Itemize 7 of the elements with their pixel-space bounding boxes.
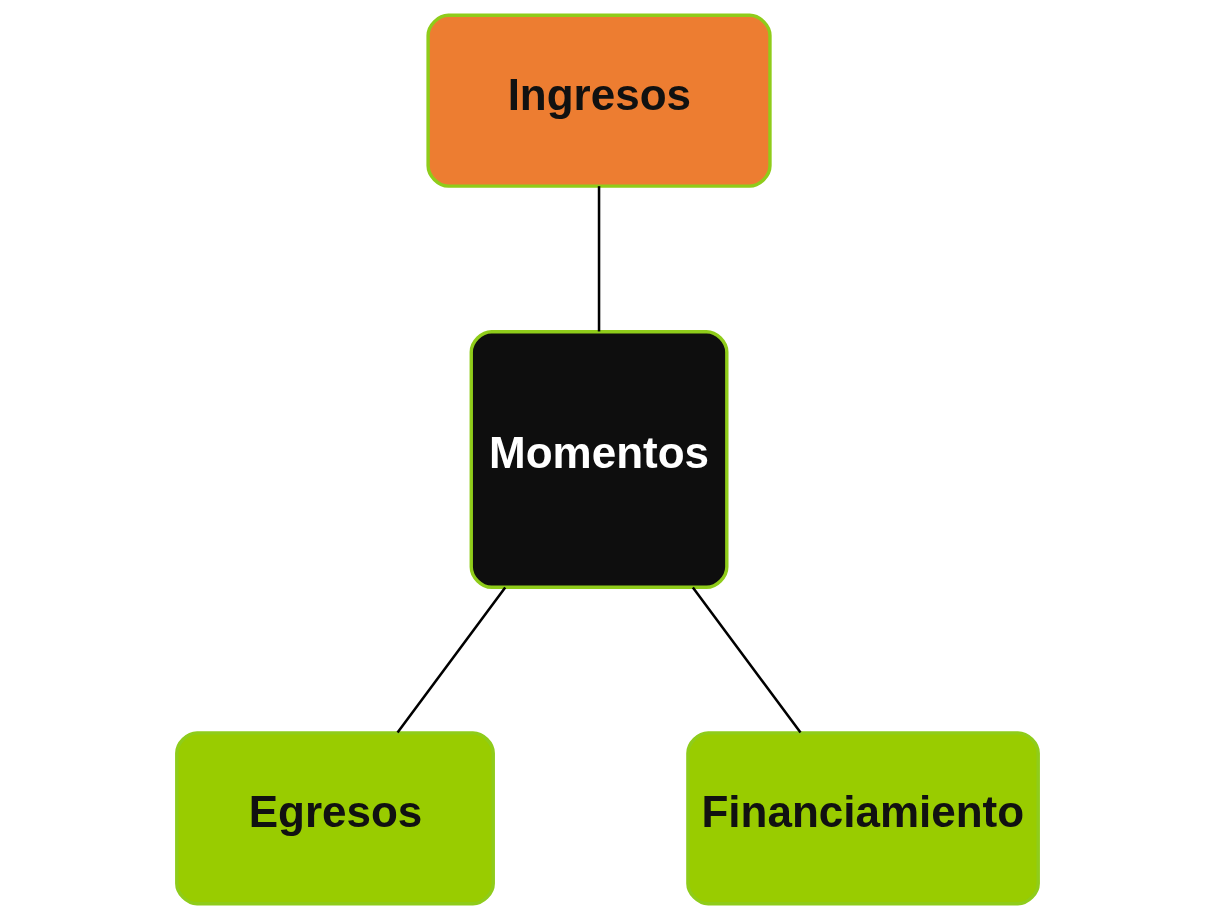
connector [597,186,600,332]
node-box: Financiamiento [685,731,1040,906]
connector [396,586,506,734]
node-box: Momentos [469,330,728,589]
node-box: Ingresos [425,13,772,188]
node-box: Egresos [174,731,495,906]
connector [691,586,802,734]
